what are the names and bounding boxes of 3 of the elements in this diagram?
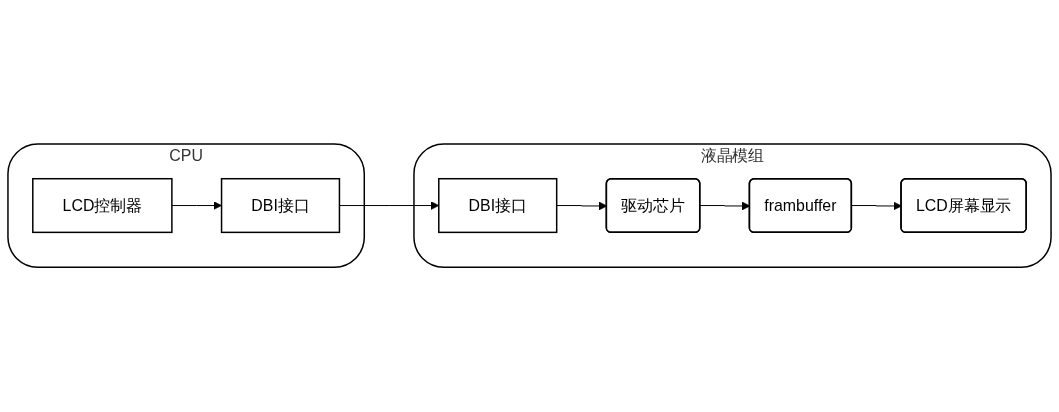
node-box: DBI接口 — [220, 178, 341, 234]
node-box: LCD控制器 — [32, 178, 173, 234]
node-box: DBI接口 — [438, 178, 558, 234]
